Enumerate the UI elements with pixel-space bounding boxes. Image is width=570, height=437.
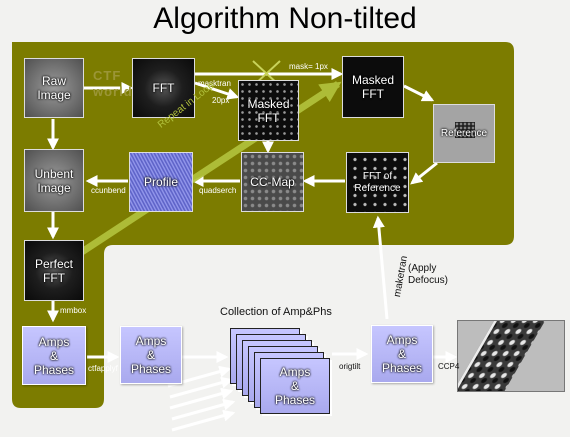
arrow-input-5	[171, 409, 236, 432]
mask-1px-label: mask= 1px	[289, 62, 328, 71]
profile-node: Profile	[129, 152, 193, 212]
ccunbend-label: ccunbend	[91, 186, 126, 195]
arrow-fft-to-masked-mid	[194, 81, 240, 100]
final-map-lattice	[458, 321, 549, 391]
arrow-amps3-to-fft-ref	[372, 215, 389, 320]
arrow-input-4	[171, 398, 236, 421]
mmbox-label: mmbox	[60, 306, 87, 315]
reference-label: Reference	[440, 127, 488, 139]
ccp4-label: CCP4	[438, 362, 460, 371]
ctfapplyf-label: ctfapplyf	[88, 364, 118, 373]
origtilt-label: origtilt	[339, 362, 361, 371]
arrow-masked-top-to-reference	[403, 84, 435, 102]
diagram-title: Algorithm Non-tilted	[153, 2, 417, 35]
arrow-reference-to-fft-ref	[410, 161, 438, 185]
masktran-label: masktran	[198, 79, 231, 88]
arrow-input-3	[169, 387, 234, 410]
final-map-image	[457, 320, 565, 392]
quadserch-label: quadserch	[199, 186, 237, 195]
fft-node: FFT	[132, 58, 195, 118]
amps-phases-node-3: Amps&Phases	[371, 325, 433, 383]
reference-node: Reference	[433, 104, 495, 163]
collection-label: Collection of Amp&Phs	[220, 306, 332, 318]
px20-label: 20px	[212, 96, 230, 105]
reference-texture	[455, 122, 475, 138]
arrow-input-2	[169, 376, 234, 399]
amps-phases-node-2: Amps&Phases	[120, 326, 182, 384]
loop-panel	[12, 42, 514, 408]
amps-phases-node-1: Amps&Phases	[22, 326, 86, 385]
cc-map-node: CC-Map	[241, 152, 304, 212]
amps-phases-stack-front: Amps&Phases	[260, 358, 330, 414]
